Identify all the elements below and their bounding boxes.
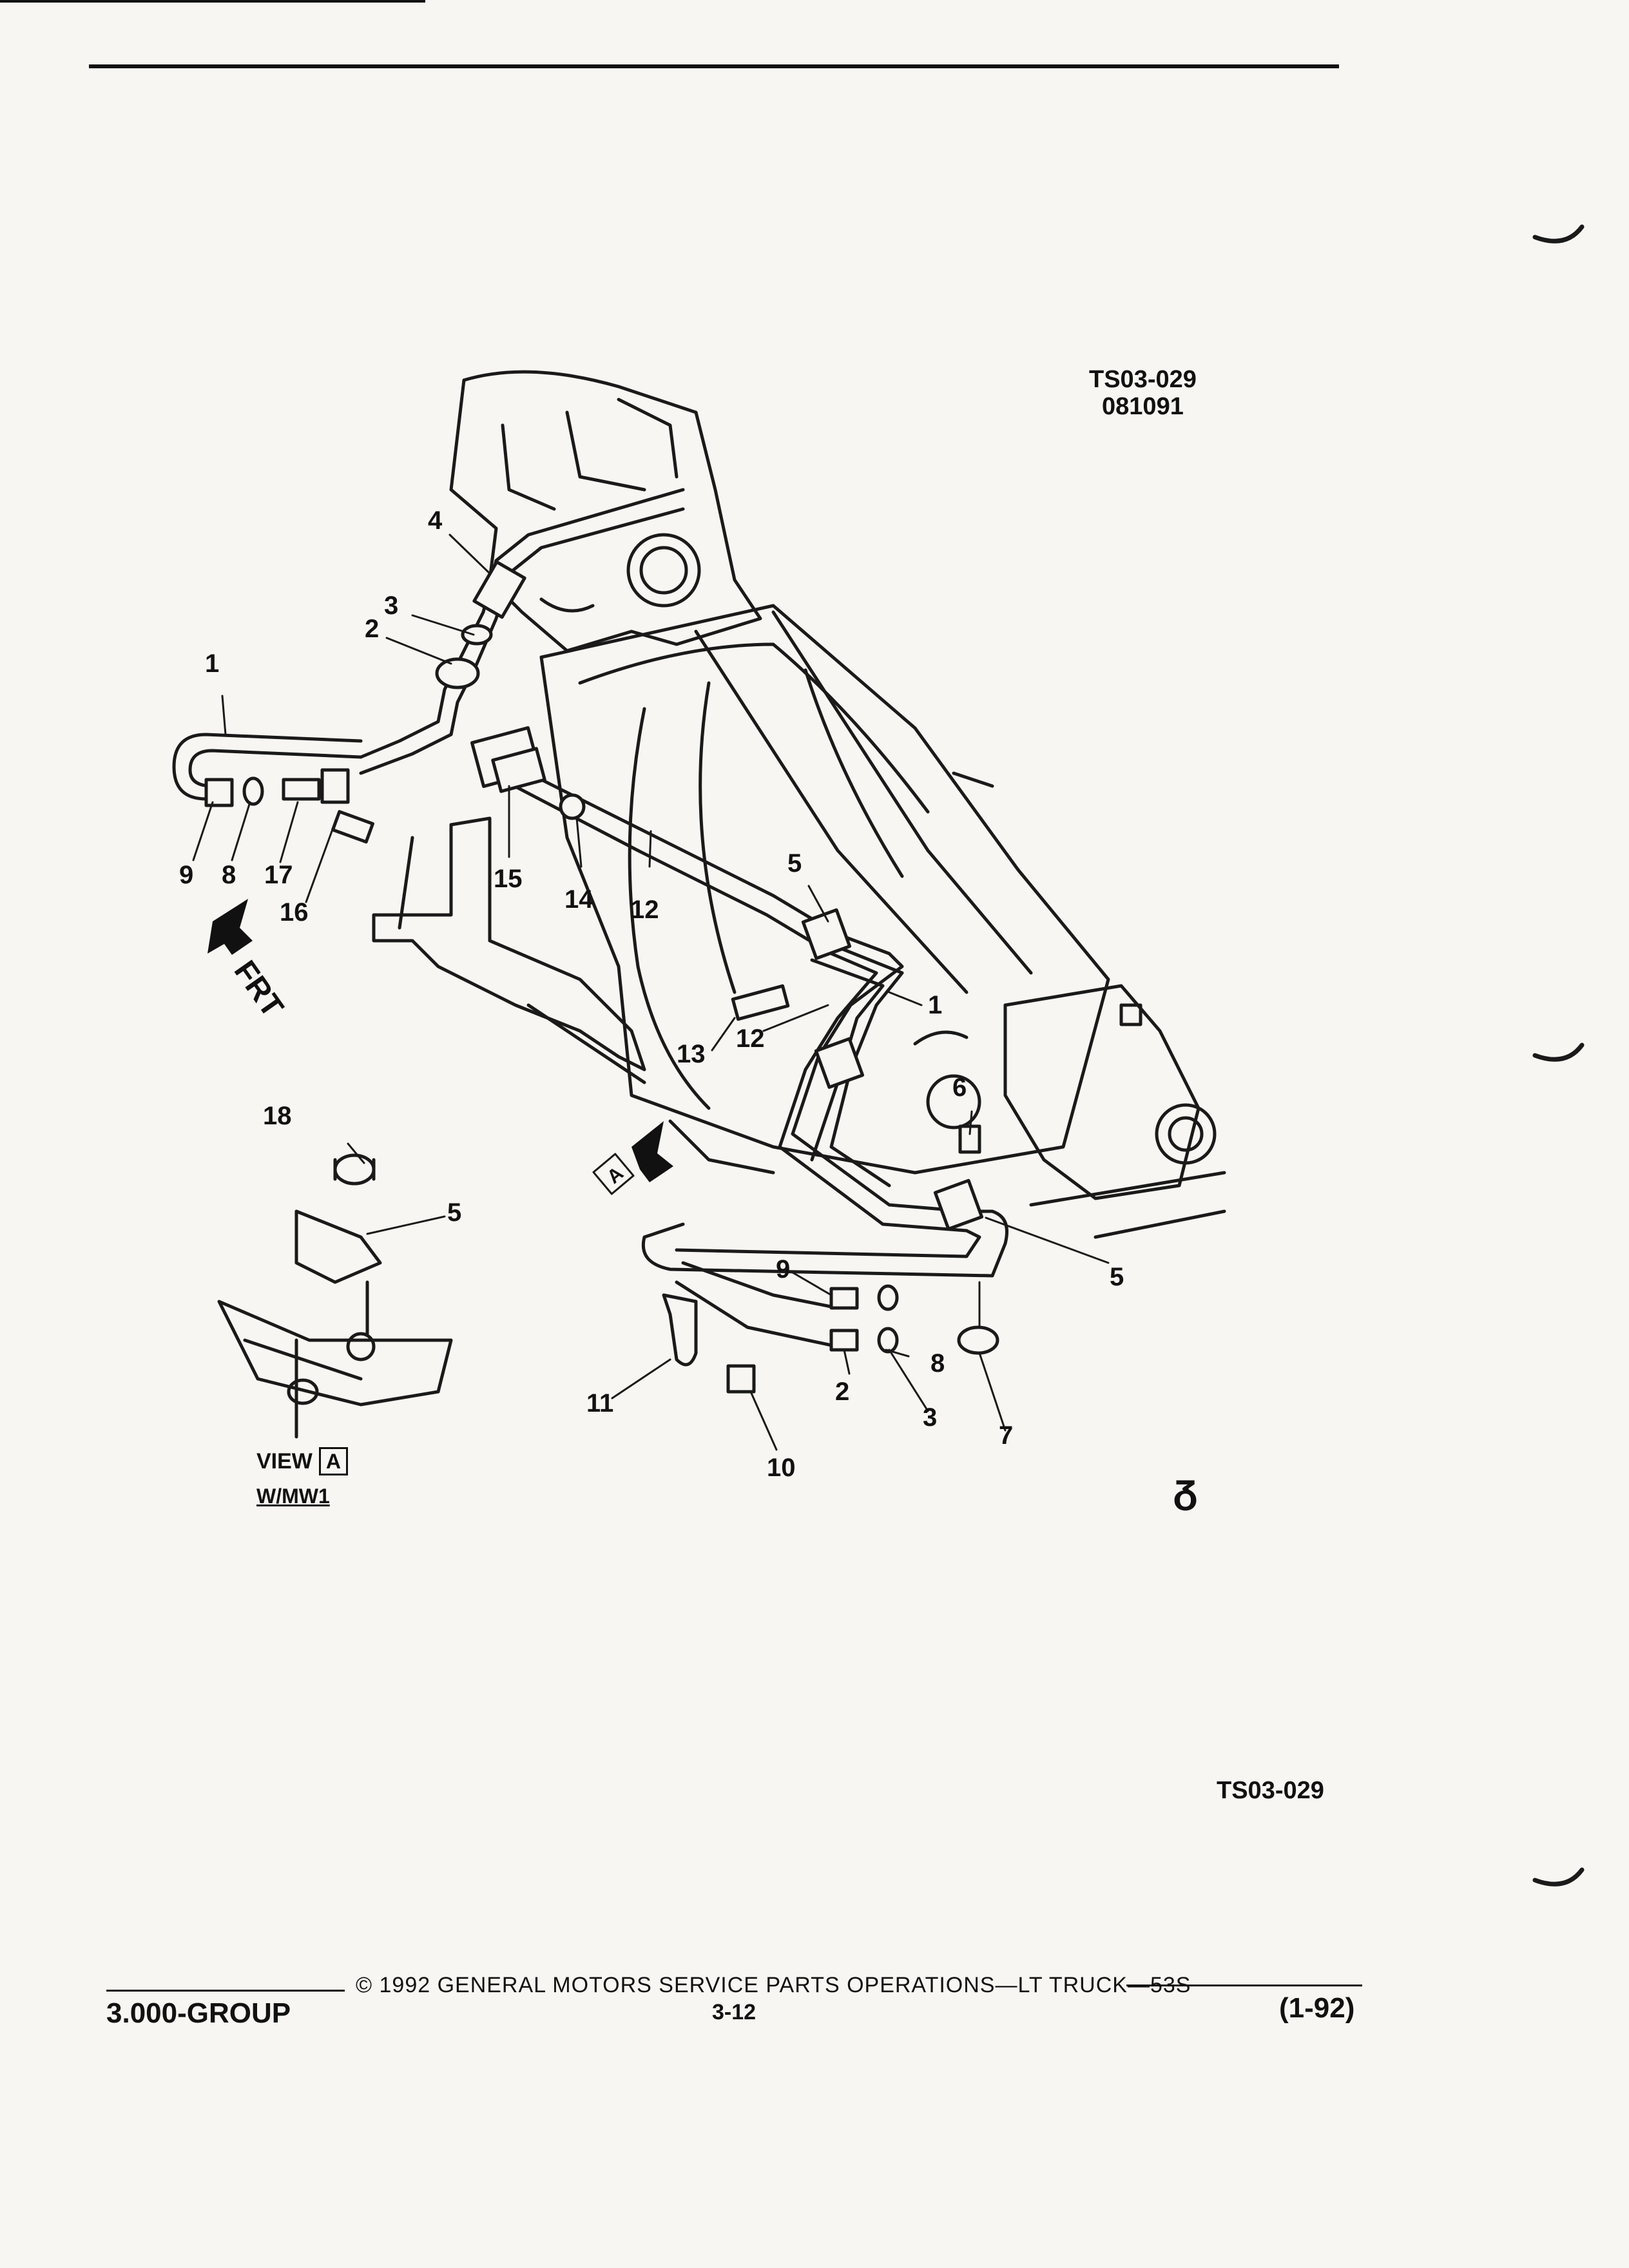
callout-12-upper: 12	[630, 896, 659, 924]
callout-3-upper: 3	[384, 591, 399, 620]
callout-17: 17	[264, 861, 293, 889]
footer-group: 3.000-GROUP	[106, 1997, 291, 2029]
figure-code-bottom: TS03-029	[1217, 1777, 1324, 1804]
callout-5-upper: 5	[787, 849, 802, 878]
source-stamp: ᵹ	[1173, 1465, 1198, 1511]
footer-copyright: © 1992 GENERAL MOTORS SERVICE PARTS OPER…	[356, 1973, 1191, 1997]
view-a-option-code: W/MW1	[256, 1485, 330, 1508]
callout-3-lower: 3	[923, 1403, 938, 1432]
callout-10: 10	[767, 1454, 796, 1482]
callout-16: 16	[280, 898, 309, 927]
header-rule	[89, 64, 1339, 68]
callout-14: 14	[564, 885, 593, 914]
transmission-case	[539, 604, 1110, 1175]
callout-15: 15	[494, 865, 523, 893]
footer-rule-right	[1126, 1984, 1362, 1986]
callout-13: 13	[677, 1040, 706, 1068]
callout-4: 4	[428, 506, 443, 535]
callout-8-lower: 8	[930, 1349, 945, 1378]
view-a-marker: A	[592, 1121, 673, 1195]
engine-block	[449, 370, 762, 653]
callout-2-lower: 2	[835, 1378, 850, 1406]
view-a-caption-text: VIEW	[256, 1449, 313, 1474]
callout-9-upper: 9	[179, 861, 194, 889]
callout-18: 18	[263, 1102, 292, 1130]
footer-revision: (1-92)	[1279, 1992, 1355, 2024]
fittings	[204, 560, 999, 1394]
front-arrow: FRT	[207, 899, 290, 1023]
leader-lines	[192, 533, 1110, 1451]
figure-code-top: TS03-029	[1089, 366, 1197, 393]
margin-marks	[1532, 224, 1585, 1887]
callout-7: 7	[999, 1421, 1014, 1450]
view-a-caption-box: A	[318, 1447, 349, 1475]
callout-6: 6	[952, 1073, 967, 1102]
callout-12-lower: 12	[736, 1024, 765, 1053]
top-edge-rule	[0, 0, 425, 3]
callout-11: 11	[586, 1389, 614, 1418]
cooler-line-upper	[172, 488, 685, 801]
callout-5-inset: 5	[447, 1198, 462, 1227]
callout-2-upper: 2	[365, 615, 380, 643]
figure-date-code: 081091	[1102, 393, 1184, 420]
callout-1-upper: 1	[205, 649, 220, 678]
frame-crossmember	[372, 816, 1226, 1239]
view-a-inset	[217, 1153, 453, 1439]
cooler-lines-lower	[488, 752, 1008, 1349]
figure-code-block: TS03-029 081091	[1089, 366, 1197, 420]
footer-rule-left	[106, 1990, 345, 1992]
callout-5-lower: 5	[1110, 1263, 1124, 1291]
tail-housing	[913, 984, 1217, 1200]
footer-page-number: 3-12	[712, 2000, 757, 2024]
callout-1-lower: 1	[928, 991, 943, 1019]
callout-8-upper: 8	[222, 861, 236, 889]
front-arrow-label: FRT	[227, 955, 290, 1024]
callout-9-lower: 9	[776, 1255, 791, 1283]
